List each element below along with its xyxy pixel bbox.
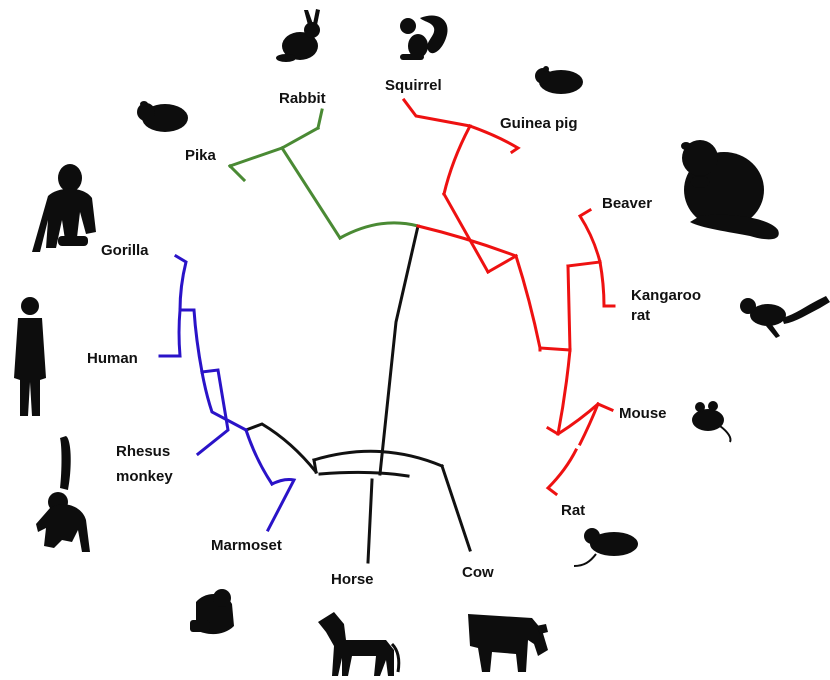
branch-hominid-stem	[180, 310, 202, 372]
label-guinea-pig: Guinea pig	[500, 115, 578, 132]
branch-lagomorph-stem	[282, 148, 340, 238]
label-gorilla: Gorilla	[101, 242, 149, 259]
branch-glires-arc	[340, 223, 418, 238]
beaver-icon	[681, 140, 779, 239]
branch-murid-stem	[558, 350, 570, 434]
branch-euarchontoglires	[246, 424, 316, 472]
label-cow: Cow	[462, 564, 494, 581]
label-marmoset: Marmoset	[211, 537, 282, 554]
branch-primate-arc	[246, 430, 272, 484]
branches-lagomorph	[230, 110, 418, 238]
cow-icon	[468, 614, 548, 672]
branch-marmoset	[268, 480, 294, 531]
branch-beaver-kangaroo-stem	[540, 266, 570, 350]
branch-horse	[368, 480, 372, 562]
branch-kangaroo-rat	[600, 262, 614, 306]
horse-icon	[318, 612, 399, 676]
rat-icon	[574, 528, 638, 566]
branch-rabbit	[318, 110, 322, 128]
label-rhesus-line1: Rhesus	[116, 443, 170, 460]
branch-rodent-inner	[488, 256, 540, 348]
branches-rodent	[404, 100, 614, 494]
branch-beaver	[580, 210, 600, 262]
branch-cow	[442, 466, 470, 550]
label-rabbit: Rabbit	[279, 90, 326, 107]
mouse-icon	[692, 401, 731, 442]
branches-other	[246, 226, 470, 562]
label-horse: Horse	[331, 571, 374, 588]
branch-squirrel	[404, 100, 470, 126]
kangaroo-rat-icon	[740, 296, 830, 338]
rhesus-monkey-icon	[36, 436, 90, 552]
label-beaver: Beaver	[602, 195, 652, 212]
branch-lagomorph-arc	[230, 128, 318, 166]
label-kangaroo-rat-line2: rat	[631, 307, 650, 324]
label-squirrel: Squirrel	[385, 77, 442, 94]
rabbit-icon	[276, 9, 320, 62]
pika-icon	[137, 101, 188, 132]
branch-pika	[230, 166, 244, 180]
branch-laurasiatheria-arc	[320, 472, 408, 476]
branch-primate-stem	[314, 460, 316, 472]
branch-gorilla	[176, 256, 186, 310]
animal-silhouettes	[14, 9, 830, 676]
label-pika: Pika	[185, 147, 217, 164]
branches-primate	[160, 256, 294, 530]
branch-mouse	[580, 404, 612, 444]
branch-hominid-arc	[160, 310, 180, 356]
branch-rat	[548, 450, 576, 494]
branch-bottom-arc	[314, 451, 442, 466]
marmoset-icon	[190, 589, 234, 634]
label-mouse: Mouse	[619, 405, 667, 422]
guinea-pig-icon	[535, 66, 583, 94]
label-kangaroo-rat-line1: Kangaroo	[631, 287, 701, 304]
branch-squirrel-guineapig-arc	[444, 126, 470, 194]
branch-beaver-kangaroo-arc	[568, 262, 600, 266]
label-rhesus-line2: monkey	[116, 468, 173, 485]
gorilla-icon	[32, 164, 96, 252]
branch-root-trunk	[380, 226, 418, 474]
branch-rodent-arc	[418, 226, 516, 256]
label-human: Human	[87, 350, 138, 367]
label-rat: Rat	[561, 502, 585, 519]
human-icon	[14, 297, 46, 416]
squirrel-icon	[400, 15, 448, 60]
